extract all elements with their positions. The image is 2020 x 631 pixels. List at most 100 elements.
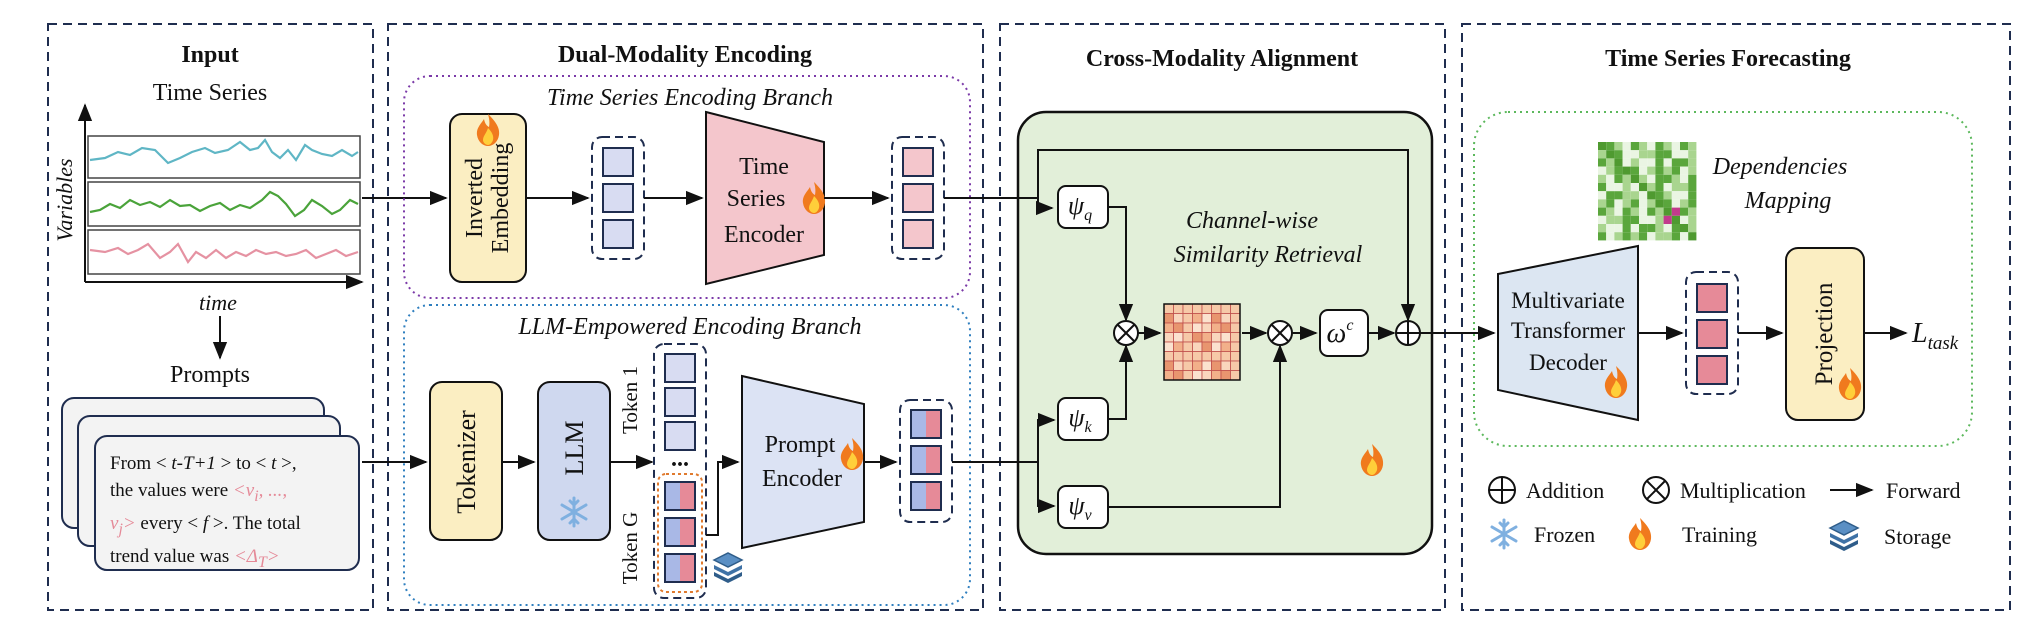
prompt-encoder-label-1: Prompt <box>765 432 836 458</box>
heatmap-cell <box>1688 166 1697 175</box>
legend-frozen-label: Frozen <box>1534 522 1595 547</box>
last-token <box>664 553 696 583</box>
heatmap-cell <box>1614 142 1623 151</box>
heatmap-cell <box>1655 215 1664 224</box>
heatmap-cell <box>1688 183 1697 192</box>
heatmap-cell <box>1614 158 1623 167</box>
heatmap-cell <box>1647 166 1656 175</box>
similarity-cell <box>1192 351 1203 362</box>
heatmap-cell <box>1606 232 1615 241</box>
heatmap-cell <box>1680 142 1689 151</box>
legend-storage-icon <box>1829 520 1859 552</box>
heatmap-cell <box>1606 150 1615 159</box>
heatmap-cell <box>1688 142 1697 151</box>
heatmap-cell <box>1671 199 1680 208</box>
legend-multiplication-label: Multiplication <box>1680 478 1806 503</box>
similarity-matrix <box>1163 303 1241 381</box>
inverted-embedding-label-1: Inverted <box>462 158 488 238</box>
output-token <box>1696 319 1728 349</box>
heatmap-cell <box>1614 183 1623 192</box>
similarity-cell <box>1220 313 1231 324</box>
series-line-teal <box>89 138 359 165</box>
input-title: Input <box>181 42 238 68</box>
heatmap-cell <box>1688 158 1697 167</box>
similarity-cell <box>1211 313 1222 324</box>
similarity-cell <box>1163 322 1174 333</box>
heatmap-cell <box>1606 142 1615 151</box>
heatmap-cell <box>1598 150 1607 159</box>
similarity-cell <box>1211 360 1222 371</box>
similarity-cell <box>1201 313 1212 324</box>
heatmap-cell <box>1598 207 1607 216</box>
heatmap-cell <box>1606 174 1615 183</box>
similarity-cell <box>1192 313 1203 324</box>
heatmap-cell <box>1630 232 1639 241</box>
heatmap-cell <box>1663 199 1672 208</box>
heatmap-cell <box>1639 191 1648 200</box>
dependencies-label-2: Mapping <box>1744 188 1832 214</box>
similarity-cell <box>1230 303 1241 314</box>
prompt-text: From < t-T+1 > to < t >, the values were… <box>110 450 360 575</box>
heatmap-cell <box>1630 224 1639 233</box>
ts-embed <box>902 183 934 213</box>
last-token <box>664 481 696 511</box>
heatmap-cell <box>1630 174 1639 183</box>
prompt-embeds-to-psi-v-arrow <box>1037 462 1056 514</box>
decoder-label-2: Transformer <box>1511 318 1625 343</box>
series-line-pink <box>89 242 359 264</box>
heatmap-cell <box>1639 199 1648 208</box>
output-token <box>1696 283 1728 313</box>
token-stack-frame <box>653 343 707 599</box>
heatmap-cell <box>1680 191 1689 200</box>
heatmap-cell <box>1622 158 1631 167</box>
heatmap-cell <box>1655 199 1664 208</box>
similarity-cell <box>1163 341 1174 352</box>
heatmap-cell <box>1598 142 1607 151</box>
heatmap-cell <box>1639 158 1648 167</box>
heatmap-cell <box>1647 174 1656 183</box>
similarity-cell <box>1173 313 1184 324</box>
similarity-cell <box>1201 351 1212 362</box>
similarity-cell <box>1220 360 1231 371</box>
similarity-cell <box>1163 332 1174 343</box>
heatmap-cell <box>1671 150 1680 159</box>
x-axis-label: time <box>199 290 237 315</box>
legend-addition-label: Addition <box>1526 478 1604 503</box>
dual-section-frame <box>387 23 984 611</box>
heatmap-cell <box>1614 174 1623 183</box>
series-panel-1 <box>87 135 361 179</box>
similarity-cell <box>1201 322 1212 333</box>
heatmap-cell <box>1614 166 1623 175</box>
time-series-label: Time Series <box>153 80 267 106</box>
tokenizer-label: Tokenizer <box>452 410 481 514</box>
heatmap-cell <box>1606 166 1615 175</box>
heatmap-cell <box>1655 183 1664 192</box>
series-panel-2 <box>87 181 361 227</box>
similarity-cell <box>1230 332 1241 343</box>
heatmap-cell <box>1639 174 1648 183</box>
similarity-cell <box>1182 370 1193 381</box>
similarity-cell <box>1230 313 1241 324</box>
heatmap-cell <box>1655 207 1664 216</box>
similarity-cell <box>1182 332 1193 343</box>
legend-training-label: Training <box>1682 522 1757 547</box>
heatmap-cell <box>1671 158 1680 167</box>
llm-branch-title: LLM-Empowered Encoding Branch <box>517 314 861 340</box>
heatmap-cell <box>1688 199 1697 208</box>
similarity-cell <box>1173 341 1184 352</box>
heatmap-cell <box>1647 150 1656 159</box>
heatmap-cell <box>1663 207 1672 216</box>
heatmap-cell <box>1663 142 1672 151</box>
heatmap-cell <box>1663 191 1672 200</box>
heatmap-cell <box>1630 215 1639 224</box>
similarity-cell <box>1182 313 1193 324</box>
retrieval-label-2: Similarity Retrieval <box>1174 242 1363 268</box>
heatmap-cell <box>1671 224 1680 233</box>
storage-icon <box>713 552 743 584</box>
addition-node <box>1395 320 1421 346</box>
heatmap-cell <box>1671 207 1680 216</box>
heatmap-cell <box>1630 183 1639 192</box>
similarity-cell <box>1163 313 1174 324</box>
heatmap-cell <box>1688 174 1697 183</box>
heatmap-cell <box>1630 150 1639 159</box>
